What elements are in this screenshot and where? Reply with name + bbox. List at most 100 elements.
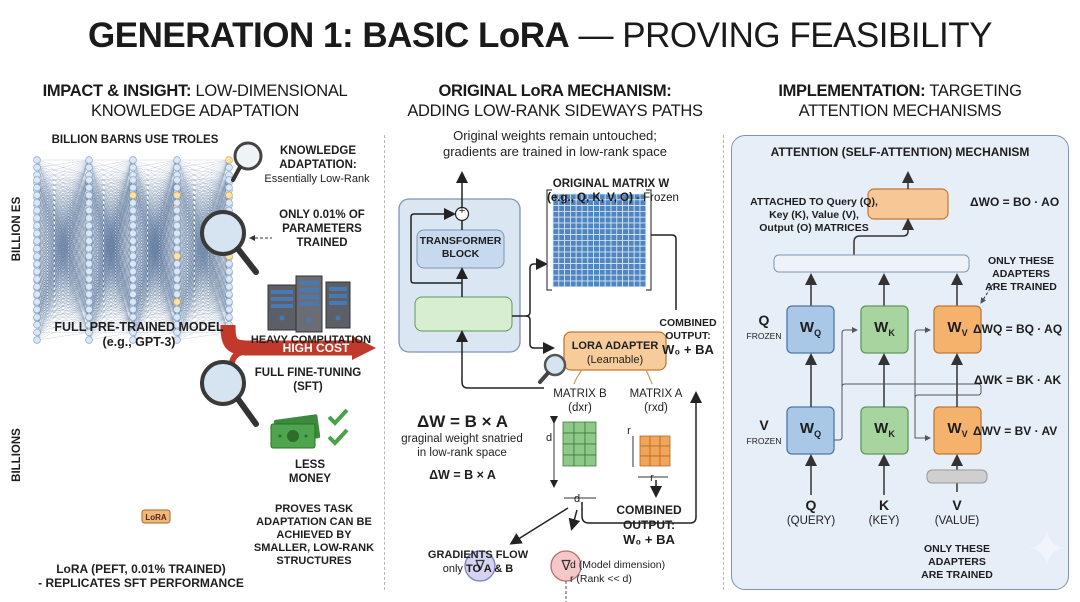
matrix-cell [569,274,577,282]
matrix-cell [564,280,571,288]
matrix-cell [575,263,583,270]
network-node [173,313,181,321]
matrix-cell [622,263,629,270]
network-node [85,267,93,276]
wv-label-top: WV [934,320,981,340]
matrix-cell [649,435,661,447]
matrix-cell [627,263,635,270]
network-node [225,298,233,306]
matrix-cell [610,222,618,230]
matrix-cell [604,228,612,236]
matrix-cell [558,257,566,265]
divider-left [384,135,385,590]
matrix-cell [562,454,575,467]
network-node [85,336,93,344]
matrix-b-grid [562,421,597,467]
matrix-cell [616,228,624,236]
matrix-cell [627,245,635,253]
network-node [33,206,41,215]
matrix-cell [587,263,595,270]
network-node [33,260,41,268]
network-node [173,321,181,329]
section-title-light: LOW-DIMENSIONAL [191,82,348,100]
matrix-cell [598,274,606,282]
magnifier-icon [200,360,259,427]
w-subscript: K [888,328,895,338]
matrix-cell [575,211,583,218]
proves-label: PROVES TASK ADAPTATION CAN BE ACHIEVED B… [253,503,375,567]
only-these-bottom-label: ONLY THESE ADAPTERS ARE TRAINED [921,543,993,581]
matrix-cell [564,263,571,270]
matrix-cell [593,257,600,265]
matrix-cell [562,443,575,456]
network-node [85,163,93,172]
network-node [129,305,137,314]
network-node [129,191,137,199]
matrix-cell [639,263,647,270]
lora-adapter-label: LORA ADAPTER [571,340,659,352]
network-node [33,336,41,344]
network-node [85,229,93,238]
matrix-cell [564,234,571,241]
matrix-cell [616,269,624,276]
w-letter: W [874,319,889,336]
network-node [225,267,233,276]
matrix-cell [569,216,577,224]
combined-output-bottom: COMBINED OUTPUT: [616,503,682,532]
network-node [225,313,233,321]
matrix-cell [581,257,589,265]
network-node [85,214,93,222]
network-node [85,191,93,199]
matrix-cell [610,251,618,259]
lora-tag [141,509,171,524]
top-side-label: BILLION ES [11,196,23,262]
matrix-cell [573,432,586,445]
matrix-cell [633,274,641,282]
matrix-cell [610,240,618,247]
network-node [85,298,93,306]
matrix-cell [558,269,566,276]
row2-state: FROZEN [746,436,782,446]
matrix-cell [639,228,647,236]
matrix-cell [659,455,671,467]
matrix-cell [627,205,635,212]
matrix-cell [598,240,606,247]
matrix-cell [610,245,618,253]
section-title-impact: IMPACT & INSIGHT: LOW-DIMENSIONAL KNOWLE… [20,81,370,121]
matrix-cell [604,280,612,288]
w-subscript: V [961,429,968,439]
matrix-cell [604,234,612,241]
matrix-cell [573,443,586,456]
network-node [85,282,93,291]
network-node [129,221,137,230]
matrix-cell [581,211,589,218]
matrix-cell [604,216,612,224]
network-node [173,176,181,184]
matrix-cell [558,228,566,236]
network-node [225,191,233,199]
matrix-cell [598,257,606,265]
matrix-cell [604,222,612,230]
matrix-cell [627,240,635,247]
network-node [85,176,93,184]
matrix-cell [622,274,629,282]
matrix-a-dim: (rxd) [644,402,668,414]
matrix-b-label: MATRIX B [540,387,620,401]
network-node [173,163,181,172]
matrix-cell [604,211,612,218]
matrix-w-title: ORIGINAL MATRIX W [552,178,670,190]
network-node [173,260,181,268]
network-node [225,156,233,164]
magnifier-icon [231,141,263,182]
matrix-cell [587,280,595,288]
network-node [129,252,137,260]
matrix-cell [584,454,597,467]
section-title-bold: ORIGINAL LoRA MECHANISM: [438,82,672,100]
matrix-cell [622,216,629,224]
row1-letter: Q [758,312,770,328]
matrix-cell [598,245,606,253]
network-node [129,183,137,192]
matrix-cell [633,205,641,212]
matrix-cell [639,274,647,282]
w-letter: W [874,420,889,437]
